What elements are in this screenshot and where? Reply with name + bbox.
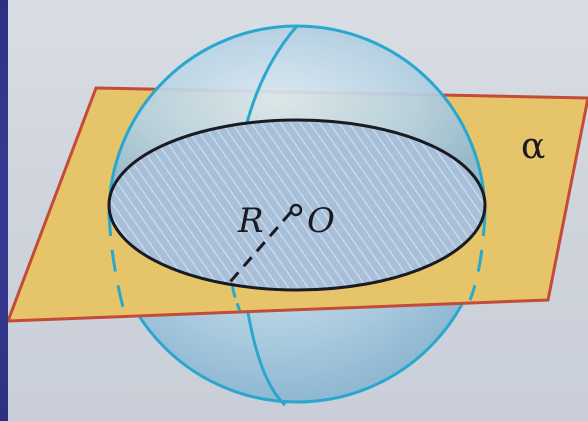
- textbook-photo: R O α: [8, 0, 588, 421]
- radius-label: R: [237, 201, 264, 241]
- sphere-hidden-lines: [107, 213, 487, 319]
- radius-segment: [228, 211, 293, 283]
- plane-label: α: [521, 126, 545, 167]
- sphere-plane-section-diagram: R O α: [8, 24, 588, 407]
- center-label: O: [307, 201, 335, 241]
- center-point: [289, 203, 303, 217]
